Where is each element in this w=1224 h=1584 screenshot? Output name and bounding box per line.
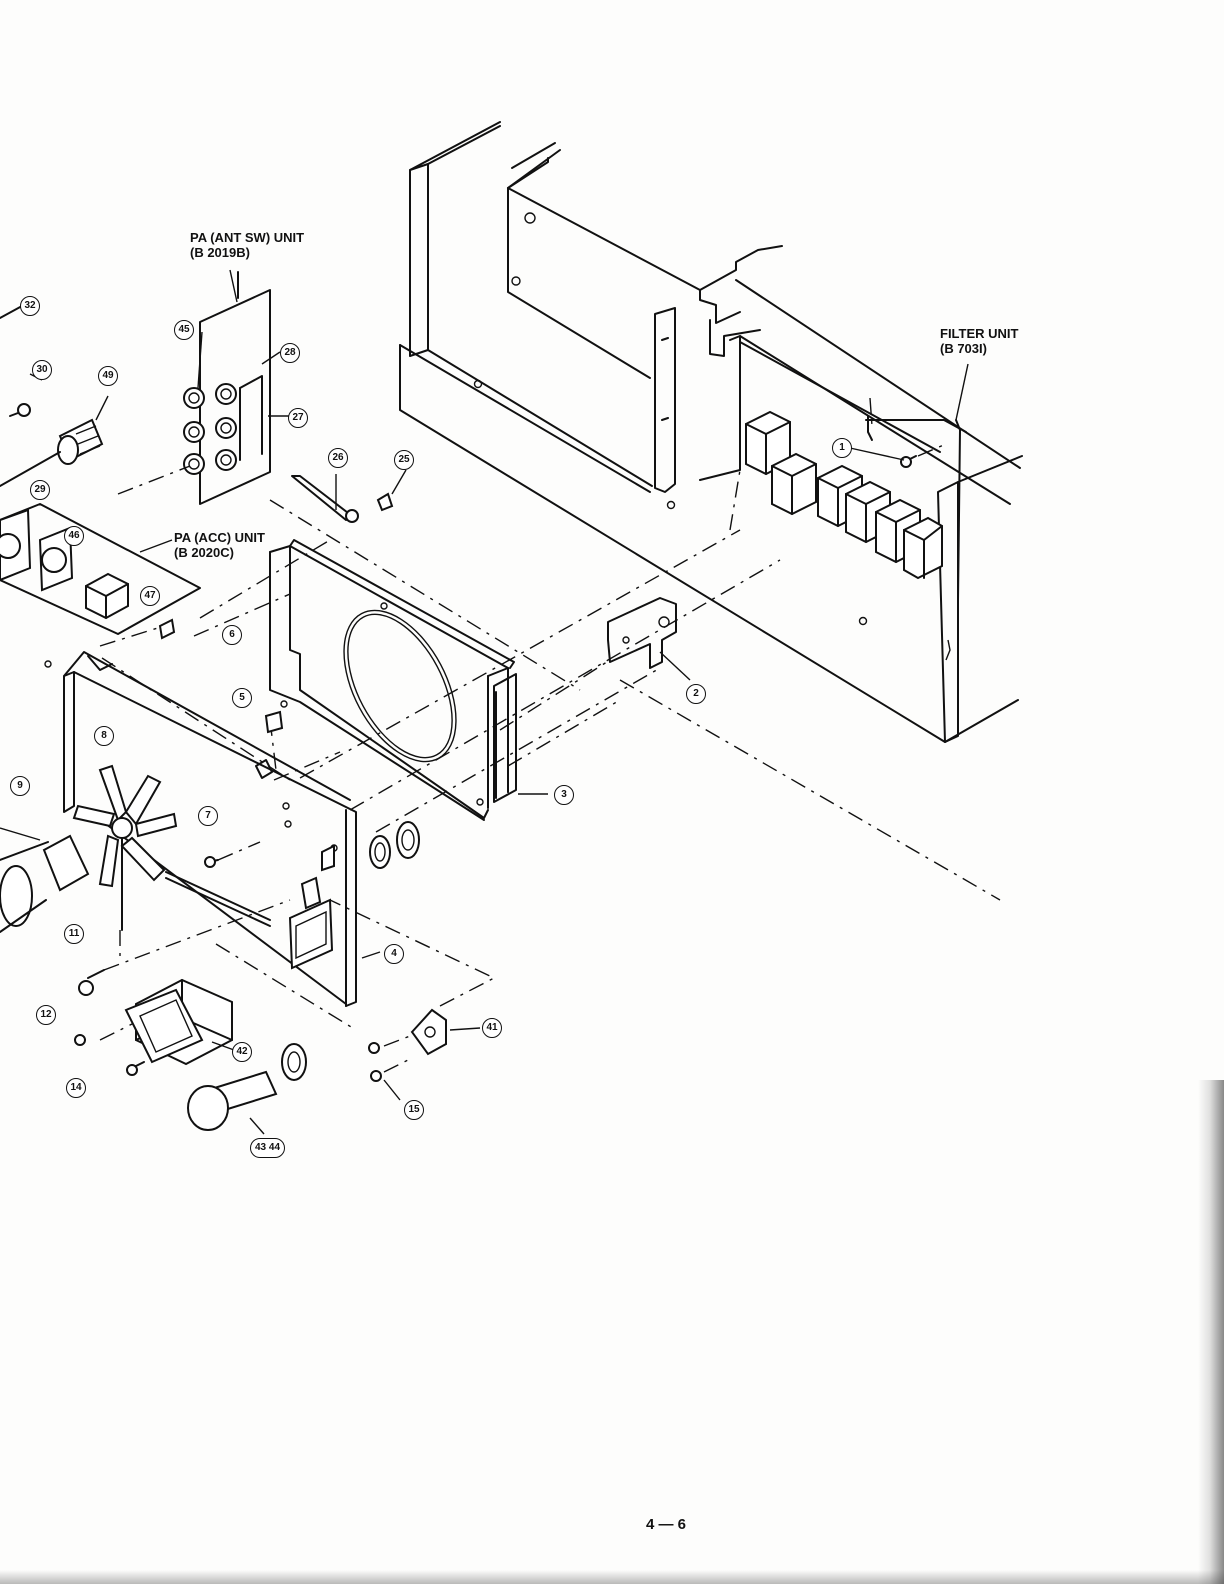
callout-49: 49 (98, 366, 118, 386)
filter-unit-code: (B 703I) (940, 341, 1018, 356)
callout-5: 5 (232, 688, 252, 708)
filter-unit-label: FILTER UNIT (B 703I) (940, 326, 1018, 356)
pa-ant-sw-unit-name: PA (ANT SW) UNIT (190, 230, 304, 245)
fuse-holder (188, 1072, 276, 1134)
callout-9: 9 (10, 776, 30, 796)
callout-3: 3 (554, 785, 574, 805)
pa-acc-unit-name: PA (ACC) UNIT (174, 530, 265, 545)
callout-43-44: 43 44 (250, 1138, 285, 1158)
callout-30: 30 (32, 360, 52, 380)
pa-ant-sw-unit (184, 272, 290, 504)
callout-15: 15 (404, 1100, 424, 1120)
callout-41: 41 (482, 1018, 502, 1038)
ac-inlet (126, 980, 234, 1064)
callout-14: 14 (66, 1078, 86, 1098)
callout-4: 4 (384, 944, 404, 964)
callout-8: 8 (94, 726, 114, 746)
callout-1: 1 (832, 438, 852, 458)
scan-edge-shadow-right (1198, 1080, 1224, 1584)
chassis-cabinet (400, 122, 1022, 742)
callout-32: 32 (20, 296, 40, 316)
rear-panel (45, 652, 380, 1006)
callout-12: 12 (36, 1005, 56, 1025)
bracket (608, 598, 690, 680)
callout-26: 26 (328, 448, 348, 468)
cooling-fan (0, 766, 270, 960)
callout-47: 47 (140, 586, 160, 606)
pin-and-screw (292, 470, 406, 522)
callout-27: 27 (288, 408, 308, 428)
pa-acc-unit-code: (B 2020C) (174, 545, 265, 560)
callout-29: 29 (30, 480, 50, 500)
scan-edge-shadow-bottom (0, 1570, 1224, 1584)
callout-6: 6 (222, 625, 242, 645)
callout-2: 2 (686, 684, 706, 704)
callout-28: 28 (280, 343, 300, 363)
pa-acc-unit (0, 504, 200, 634)
callout-45: 45 (174, 320, 194, 340)
callout-11: 11 (64, 924, 84, 944)
rca-jacks (184, 384, 236, 474)
pa-ant-sw-unit-label: PA (ANT SW) UNIT (B 2019B) (190, 230, 304, 260)
callout-7: 7 (198, 806, 218, 826)
pa-ant-sw-unit-code: (B 2019B) (190, 245, 304, 260)
callout-25: 25 (394, 450, 414, 470)
pa-acc-unit-label: PA (ACC) UNIT (B 2020C) (174, 530, 265, 560)
callout-42: 42 (232, 1042, 252, 1062)
callout-46: 46 (64, 526, 84, 546)
filter-unit-name: FILTER UNIT (940, 326, 1018, 341)
left-connectors (0, 306, 108, 486)
bracket-41 (330, 900, 494, 1100)
page-number: 4 — 6 (646, 1516, 686, 1533)
